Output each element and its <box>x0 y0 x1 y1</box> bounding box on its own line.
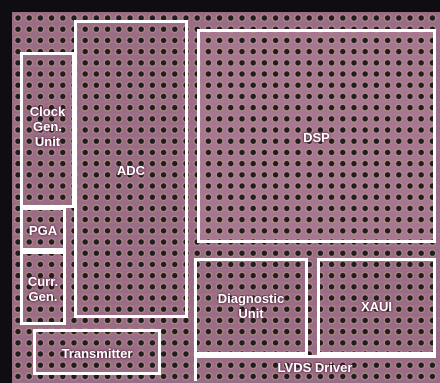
curr-gen-label: Curr. Gen. <box>20 274 66 304</box>
pga-label: PGA <box>20 223 66 238</box>
clock-gen-unit-label: Clock Gen. Unit <box>20 104 75 149</box>
adc-label: ADC <box>74 163 188 178</box>
dsp-label: DSP <box>197 130 436 145</box>
diagnostic-unit-label: Diagnostic Unit <box>194 291 308 321</box>
transmitter-label: Transmitter <box>33 346 161 361</box>
lvds-driver-label: LVDS Driver <box>194 360 436 375</box>
xaui-label: XAUI <box>317 299 436 314</box>
